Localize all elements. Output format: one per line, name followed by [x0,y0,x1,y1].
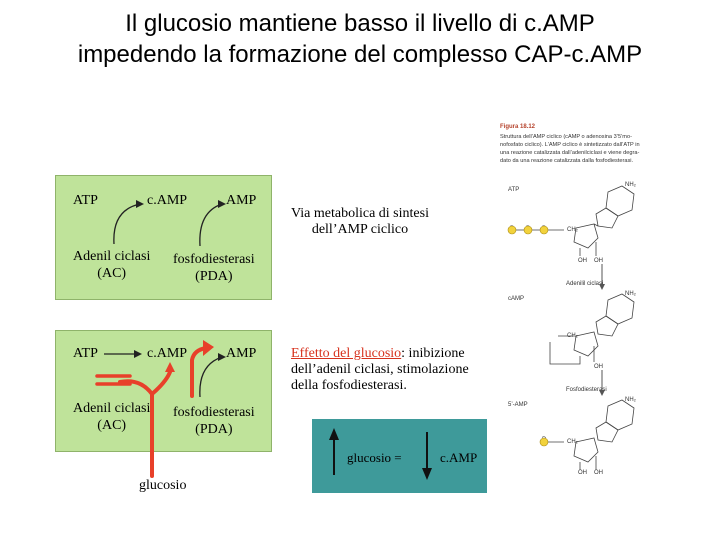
figure-nh2-3: NH₂ [625,397,636,403]
figure-oh-3: OH [594,364,603,370]
pathway-amp: AMP [226,193,257,208]
atp-adenine-ring [605,185,635,217]
effect-ac-label: Adenil ciclasi (AC) [73,400,150,434]
effect-description-line2: dell’adenil ciclasi, stimolazione [291,362,469,377]
relation-box [312,419,487,493]
effect-camp: c.AMP [147,346,188,361]
figure-oh-4: OH [578,470,587,476]
phosphate-circle-2 [523,225,533,235]
slide-title-line2: impedendo la formazione del complesso CA… [77,41,643,68]
pathway-ac-label: Adenil ciclasi (AC) [73,248,150,282]
figure-enzyme-ac: Adenilil ciclasi [566,281,604,287]
figure-label-atp: ATP [508,187,520,193]
figure-ch2-3: CH₂ [567,439,578,445]
figure-caption-line1: Struttura dell’AMP ciclico (cAMP o adeno… [500,134,632,140]
phosphate-circle-3 [539,225,549,235]
pathway-pda-line2: (PDA) [195,269,233,284]
effect-heading: Effetto del glucosio [291,346,402,361]
effect-pda-label: fosfodiesterasi (PDA) [173,404,255,438]
figure-caption-line4: dato da una reazione catalizzata dalla f… [500,158,634,164]
pathway-ac-line2: (AC) [97,266,127,281]
effect-pda-line2: (PDA) [195,422,233,437]
pathway-ac-line1: Adenil ciclasi [73,249,151,264]
figure-ch2-1: CH₂ [567,227,578,233]
figure-oh-5: OH [594,470,603,476]
glucose-inhibit-branch [118,379,154,396]
pathway-camp: c.AMP [147,193,188,208]
amp-adenine-ring [605,399,635,431]
atp-imidazole-ring [595,207,619,229]
effect-box [55,330,272,452]
figure-oh-1: OH [578,258,587,264]
figure-label-5amp: 5’-AMP [508,402,528,408]
slide-title-line1: Il glucosio mantiene basso il livello di… [125,10,595,37]
pathway-pda-label: fosfodiesterasi (PDA) [173,251,255,285]
camp-adenine-ring [605,293,635,325]
amp-imidazole-ring [595,421,619,443]
amp-ribose-ring [573,437,599,463]
effect-ac-line1: Adenil ciclasi [73,401,151,416]
figure-oh-2: OH [594,258,603,264]
glucose-stimulate-branch [150,370,172,396]
effect-description-line3: della fosfodiesterasi. [291,378,407,393]
relation-glucose: glucosio = [347,450,402,465]
phosphate-circle-4 [539,437,549,447]
figure-nh2-2: NH₂ [625,291,636,297]
camp-ribose-ring [573,331,599,357]
pathway-pda-line1: fosfodiesterasi [173,252,255,267]
relation-camp: c.AMP [440,450,478,465]
figure-label-camp: cAMP [508,296,525,302]
effect-glucose-label: glucosio [139,478,187,493]
camp-imidazole-ring [595,315,619,337]
pathway-description-line2: dell’AMP ciclico [311,222,409,237]
effect-amp: AMP [226,346,257,361]
pathway-description-line1: Via metabolica di sintesi [291,206,429,221]
figure-structures [507,185,635,470]
textbook-figure: Figura 18.12 Struttura dell’AMP ciclico … [498,124,670,494]
phosphate-circle-1 [507,225,517,235]
pathway-ac-arrow [113,203,141,245]
slide-title: Il glucosio mantiene basso il livello di… [0,8,720,70]
figure-number: Figura 18.12 [500,124,536,130]
effect-description-line1-tail: : inibizione [401,346,465,361]
effect-description-line1: Effetto del glucosio: inibizione [291,346,469,362]
figure-nh2-1: NH₂ [625,182,636,188]
pathway-description: Via metabolica di sintesi dell’AMP cicli… [291,206,429,238]
effect-pda-line1: fosfodiesterasi [173,405,255,420]
effect-atp: ATP [73,346,98,361]
pathway-atp: ATP [73,193,98,208]
pathway-box [55,175,272,300]
atp-ribose-ring [573,223,599,249]
figure-caption: Struttura dell’AMP ciclico (cAMP o adeno… [500,133,670,165]
effect-description: Effetto del glucosio: inibizione dell’ad… [291,346,469,394]
figure-caption-line2: nofosfato ciclico). L’AMP ciclico è sint… [500,142,640,148]
figure-enzyme-pda: Fosfodiesterasi [566,387,607,393]
effect-ac-line2: (AC) [97,418,127,433]
figure-caption-line3: una reazione catalizzata dall’adenilcicl… [500,150,640,156]
